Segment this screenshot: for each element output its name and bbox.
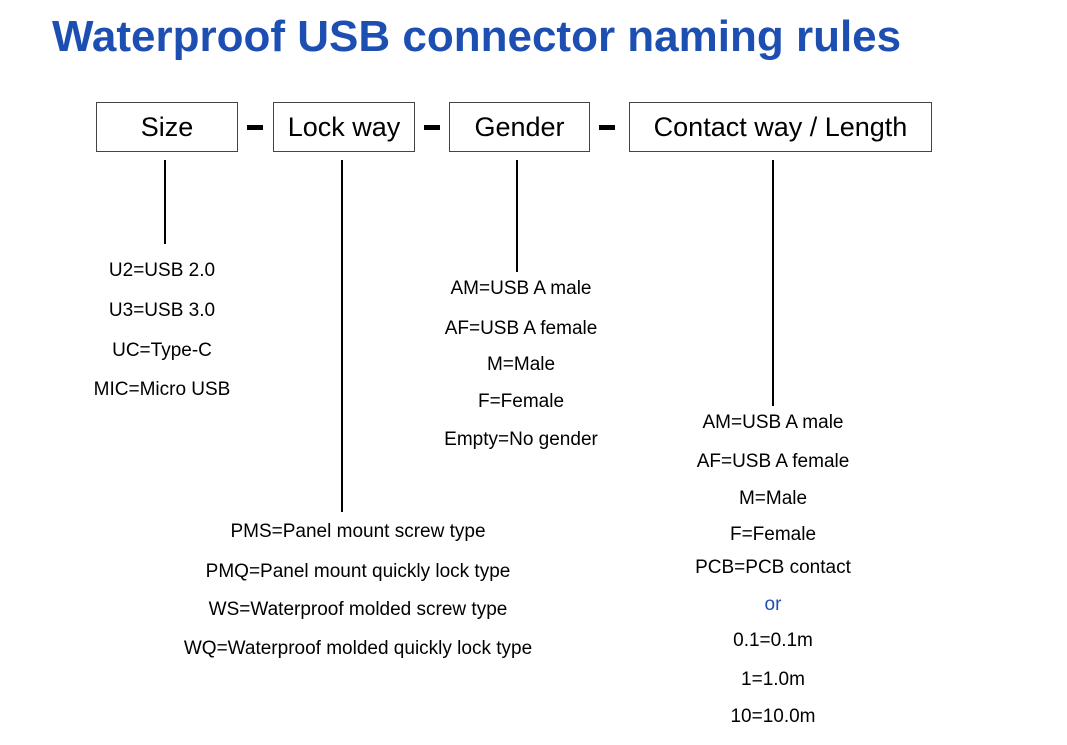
separator-dash	[424, 125, 440, 130]
gender-option: Empty=No gender	[444, 429, 598, 450]
separator-dash	[247, 125, 263, 130]
contact-connector-line	[772, 160, 774, 406]
gender-option: AF=USB A female	[444, 318, 598, 339]
size-connector-line	[164, 160, 166, 244]
size-option: MIC=Micro USB	[93, 379, 231, 400]
contact-option: PCB=PCB contact	[695, 557, 851, 578]
size-option: UC=Type-C	[112, 340, 212, 361]
contact-option: F=Female	[729, 524, 817, 545]
contact-length-box: Contact way / Length	[629, 102, 932, 152]
lock-connector-line	[341, 160, 343, 512]
lock-way-box: Lock way	[273, 102, 415, 152]
lock-option: WS=Waterproof molded screw type	[208, 599, 508, 620]
or-label: or	[764, 594, 782, 615]
size-option: U2=USB 2.0	[108, 260, 216, 281]
gender-connector-line	[516, 160, 518, 272]
size-option: U3=USB 3.0	[108, 300, 216, 321]
lock-option: PMQ=Panel mount quickly lock type	[205, 561, 511, 582]
size-box: Size	[96, 102, 238, 152]
length-option: 10=10.0m	[730, 706, 816, 727]
gender-option: F=Female	[477, 391, 565, 412]
contact-option: AM=USB A male	[702, 412, 844, 433]
gender-option: AM=USB A male	[450, 278, 592, 299]
length-option: 1=1.0m	[741, 669, 805, 690]
gender-box: Gender	[449, 102, 590, 152]
contact-option: AF=USB A female	[696, 451, 850, 472]
contact-option: M=Male	[738, 488, 808, 509]
separator-dash	[599, 125, 615, 130]
page-title: Waterproof USB connector naming rules	[52, 12, 902, 61]
lock-option: WQ=Waterproof molded quickly lock type	[183, 638, 533, 659]
gender-option: M=Male	[486, 354, 556, 375]
length-option: 0.1=0.1m	[733, 630, 813, 651]
lock-option: PMS=Panel mount screw type	[230, 521, 486, 542]
